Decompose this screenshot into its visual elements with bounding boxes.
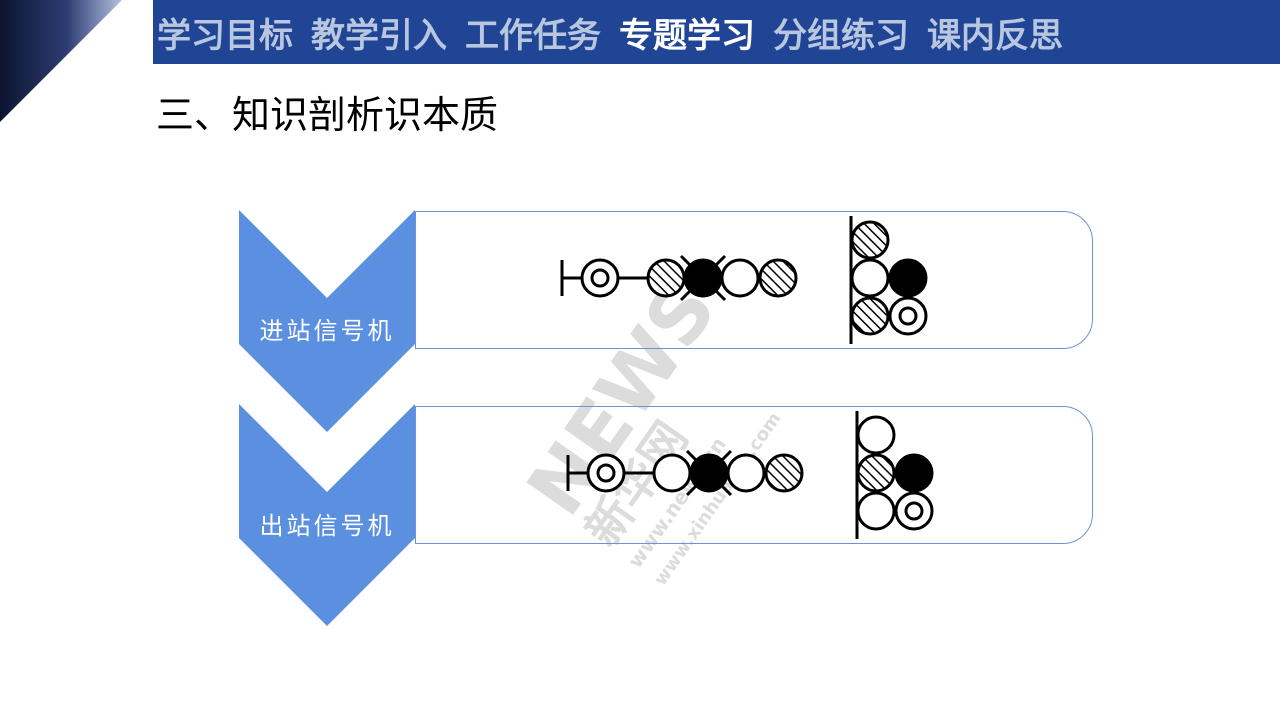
label-entry-signal: 进站信号机 [259,317,395,345]
tab-teaching-intro[interactable]: 教学引入 [311,15,447,56]
panel-entry-signal [415,211,1093,349]
corner-decoration [0,0,122,122]
tab-work-task[interactable]: 工作任务 [465,15,601,56]
tab-topic-study[interactable]: 专题学习 [619,15,755,56]
label-exit-signal: 出站信号机 [259,512,395,540]
nav-bar: 学习目标 教学引入 工作任务 专题学习 分组练习 课内反思 [153,0,1280,64]
exit-signal-diagram [566,411,934,539]
entry-signal-diagram [560,216,928,344]
tab-reflection[interactable]: 课内反思 [927,15,1063,56]
panel-exit-signal [415,406,1093,544]
tab-learning-goals[interactable]: 学习目标 [157,15,293,56]
section-title: 三、知识剖析识本质 [156,93,499,137]
chevron-arrow-entry [239,210,415,432]
tab-group-practice[interactable]: 分组练习 [773,15,909,56]
chevron-arrow-exit [239,404,415,626]
